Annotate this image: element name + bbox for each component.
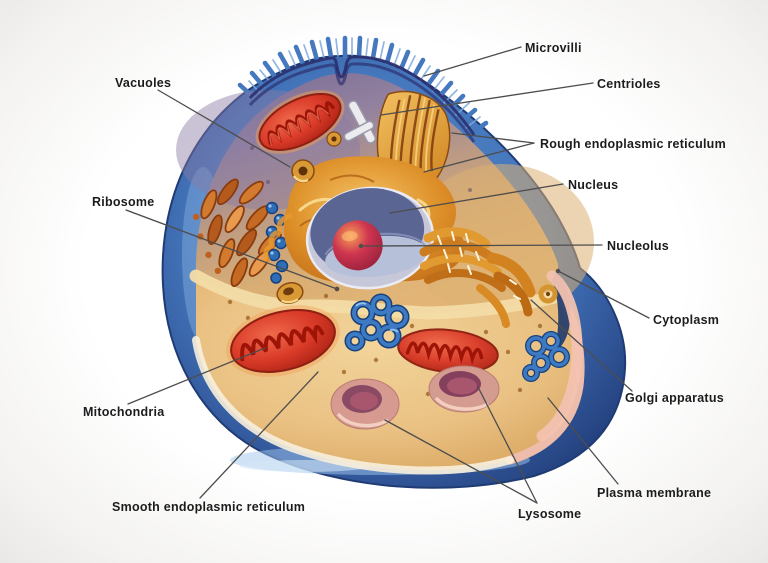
leader-vacuoles [157, 89, 291, 168]
leader-cytoplasm [557, 270, 650, 319]
wall-gold-shade [410, 164, 594, 320]
polysome-right [522, 331, 570, 382]
cell-illustration [161, 35, 627, 489]
label-centrioles: Centrioles [597, 77, 661, 91]
centrioles-illustration [343, 100, 377, 144]
label-vacuoles: Vacuoles [115, 76, 171, 90]
polysome-center [344, 293, 410, 352]
leader-centrioles [380, 82, 594, 116]
nucleus-illustration [305, 186, 435, 290]
label-plasma-membrane: Plasma membrane [597, 486, 711, 500]
leader-nucleus [389, 183, 564, 214]
leader-smooth-er [199, 371, 319, 499]
leader-rough-er-2 [423, 142, 535, 173]
label-microvilli: Microvilli [525, 41, 582, 55]
membrane-notch-rim [536, 270, 583, 442]
leader-end-dots [334, 243, 561, 292]
microvilli-illustration [237, 35, 489, 137]
leader-microvilli [423, 46, 522, 77]
label-lysosome: Lysosome [518, 507, 581, 521]
leader-ribosome [125, 209, 338, 290]
leader-lines [125, 46, 650, 504]
label-rough-er: Rough endoplasmic reticulum [540, 137, 726, 151]
mitochondrion-floor-left [226, 305, 340, 377]
leader-nucleolus [360, 244, 603, 247]
label-ribosome: Ribosome [92, 195, 154, 209]
leader-plasma-membrane [547, 397, 619, 485]
mitochondrion-top [255, 90, 345, 154]
golgi-illustration [419, 227, 558, 328]
label-cytoplasm: Cytoplasm [653, 313, 719, 327]
label-nucleolus: Nucleolus [607, 239, 669, 253]
leader-golgi [530, 299, 633, 392]
label-nucleus: Nucleus [568, 178, 618, 192]
cut-rim-cream [192, 336, 514, 475]
lysosome-right [428, 365, 500, 413]
labels: Microvilli Centrioles Rough endoplasmic … [83, 41, 726, 521]
leader-lysosome-2 [477, 386, 538, 504]
lysosome-left [330, 378, 400, 430]
leader-lysosome-1 [384, 419, 538, 504]
leader-rough-er-1 [451, 132, 535, 144]
membrane-top-edge [248, 55, 476, 144]
leader-mitochondria [127, 347, 266, 405]
label-mitochondria: Mitochondria [83, 405, 165, 419]
label-golgi: Golgi apparatus [625, 391, 724, 405]
vacuole-vesicles [276, 131, 342, 304]
label-smooth-er: Smooth endoplasmic reticulum [112, 500, 305, 514]
